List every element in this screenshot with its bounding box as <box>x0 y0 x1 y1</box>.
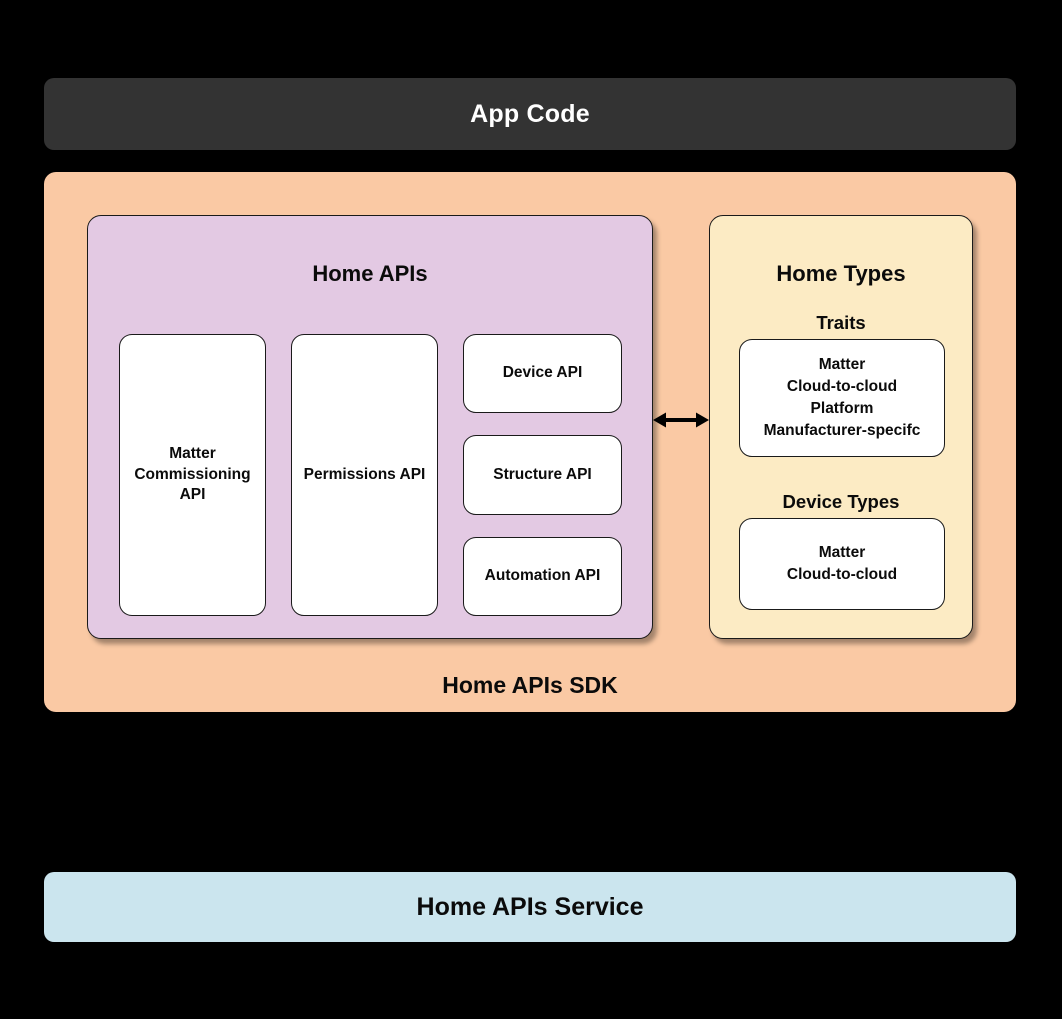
traits-heading: Traits <box>816 312 866 333</box>
double-headed-arrow-icon <box>653 407 709 433</box>
home-apis-sdk-container: Home APIs Matter Commissioning API Permi… <box>44 172 1016 712</box>
home-apis-title: Home APIs <box>312 261 428 286</box>
home-types-panel: Home Types Traits Matter Cloud-to-cloud … <box>709 215 973 639</box>
device-types-heading: Device Types <box>782 491 900 512</box>
permissions-api-box: Permissions API <box>291 334 438 616</box>
automation-api-box: Automation API <box>463 536 622 616</box>
home-apis-sdk-label: Home APIs SDK <box>442 672 618 698</box>
traits-box: Matter Cloud-to-cloud Platform Manufactu… <box>739 339 945 457</box>
home-apis-box-row: Matter Commissioning API Permissions API… <box>119 334 623 616</box>
home-types-title: Home Types <box>776 261 906 286</box>
structure-api-box: Structure API <box>463 435 622 515</box>
device-api-box: Device API <box>463 334 622 414</box>
matter-commissioning-api-box: Matter Commissioning API <box>119 334 266 616</box>
api-stack: Device API Structure API Automation API <box>463 334 622 616</box>
app-code-block: App Code <box>44 78 1016 150</box>
home-apis-service-label: Home APIs Service <box>416 892 644 921</box>
home-apis-panel: Home APIs Matter Commissioning API Permi… <box>87 215 653 639</box>
home-apis-service-block: Home APIs Service <box>44 872 1016 942</box>
app-code-label: App Code <box>470 99 590 128</box>
device-types-box: Matter Cloud-to-cloud <box>739 518 945 610</box>
